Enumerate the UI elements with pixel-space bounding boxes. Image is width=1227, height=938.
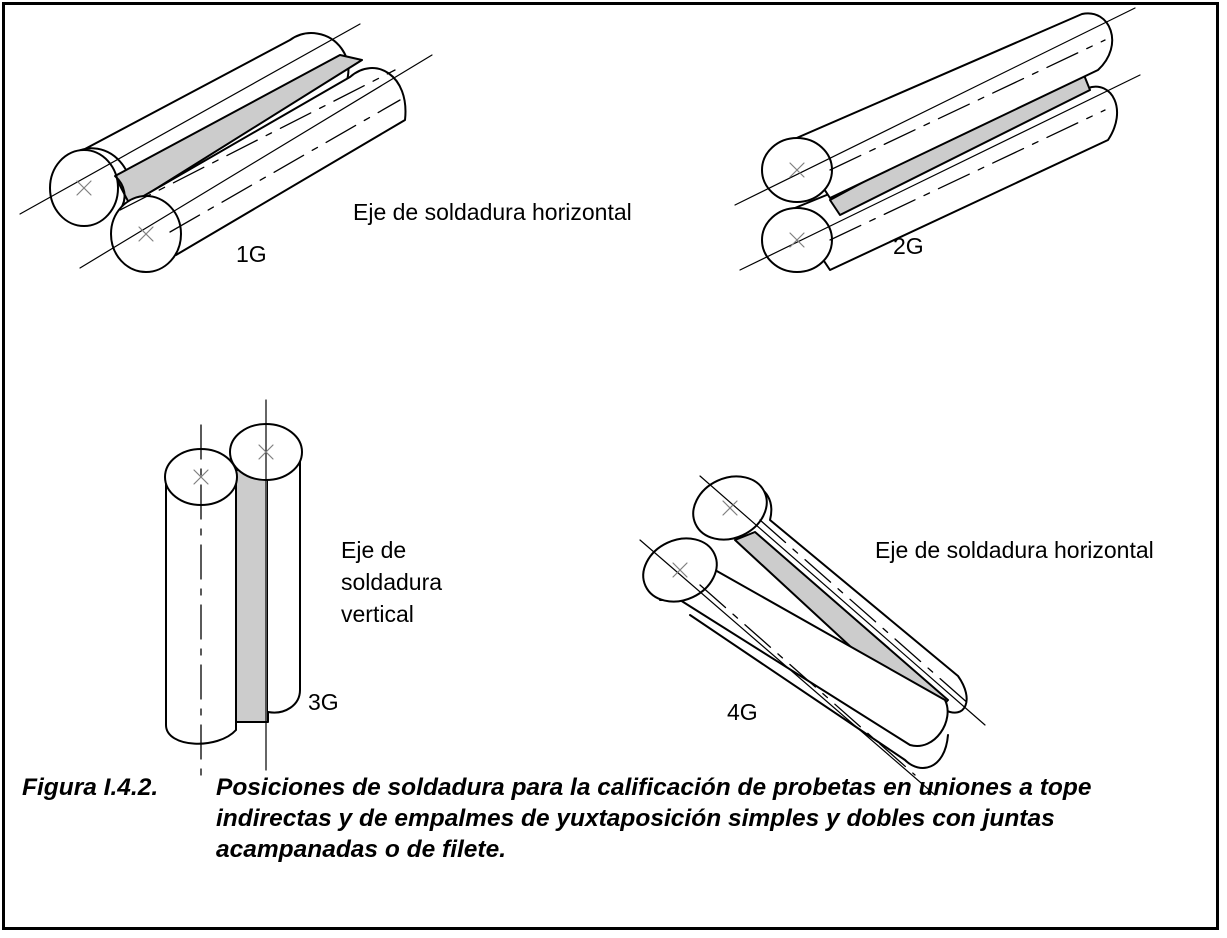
label-2g: 2G (893, 233, 924, 259)
position-2g-illustration (734, 7, 1141, 273)
axis-label-3g-line1: Eje de (341, 537, 406, 563)
axis-label-1g: Eje de soldadura horizontal (353, 199, 632, 225)
position-4g-illustration (639, 475, 986, 796)
position-3g-illustration (164, 399, 303, 776)
caption-number: Figura I.4.2. (22, 774, 159, 801)
axis-label-3g-line3: vertical (341, 601, 414, 627)
axis-label-4g: Eje de soldadura horizontal (875, 537, 1154, 563)
caption-text: Posiciones de soldadura para la califica… (216, 774, 1092, 863)
axis-label-3g-line2: soldadura (341, 569, 442, 595)
label-3g: 3G (308, 689, 339, 715)
position-1g-illustration (19, 23, 433, 273)
label-1g: 1G (236, 241, 267, 267)
label-4g: 4G (727, 699, 758, 725)
